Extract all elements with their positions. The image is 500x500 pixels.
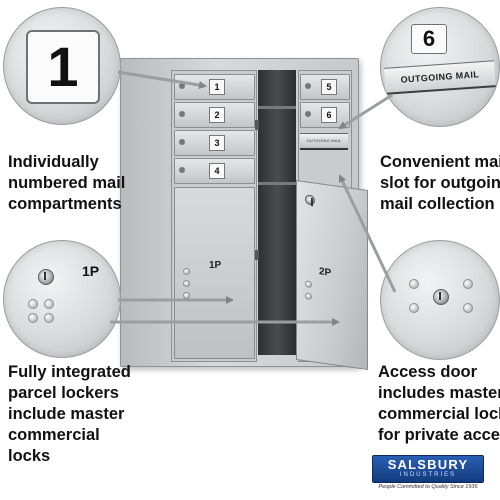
- rivet-icon: [28, 313, 38, 323]
- compartment-number: 5: [321, 79, 337, 95]
- callout-access-door: [380, 240, 500, 360]
- rivet-icon: [183, 292, 190, 299]
- compartment-number: 3: [209, 135, 225, 151]
- mail-compartment[interactable]: 3: [174, 130, 255, 156]
- feature-parcel-lockers: Fully integrated parcel lockers include …: [8, 363, 131, 465]
- rivet-icon: [28, 299, 38, 309]
- compartment-number-card: 1: [26, 30, 100, 104]
- compartment-lock-icon: [179, 139, 185, 145]
- callout-compartment-number: 1: [3, 7, 121, 125]
- compartment-number: 6: [321, 107, 337, 123]
- compartment-lock-icon: [179, 167, 185, 173]
- feature-access-door: Access door includes master commercial l…: [378, 363, 500, 444]
- compartment-number: 4: [209, 163, 225, 179]
- parcel-locker-label: 2P: [319, 266, 332, 279]
- rivet-icon: [305, 280, 312, 289]
- feature-mail-slot: Convenient mail slot for outgoing mail c…: [380, 153, 500, 213]
- parcel-locker-label: 1P: [209, 260, 222, 271]
- lock-icon: [38, 269, 54, 285]
- callout-outgoing-slot: 6 OUTGOING MAIL: [380, 7, 500, 127]
- rivet-icon: [44, 299, 54, 309]
- hinge: [255, 120, 259, 130]
- parcel-locker-label: 1P: [82, 263, 100, 279]
- compartment-lock-icon: [305, 111, 311, 117]
- compartment-lock-icon: [179, 111, 185, 117]
- outgoing-mail-label: OUTGOING MAIL: [384, 60, 496, 95]
- outgoing-mail-slot[interactable]: OUTGOING MAIL: [300, 133, 348, 150]
- compartment-number: 2: [209, 107, 225, 123]
- brand-name: SALSBURY: [387, 457, 469, 472]
- brand-sub: INDUSTRIES: [399, 472, 457, 478]
- master-lock-icon: [433, 289, 449, 305]
- rivet-icon: [44, 313, 54, 323]
- rivet-icon: [183, 268, 190, 275]
- rivet-icon: [409, 279, 419, 289]
- brand-tagline: People Committed to Quality Since 1936: [378, 484, 478, 490]
- compartment-number-card: 6: [411, 24, 447, 54]
- master-lock-icon: [305, 194, 315, 206]
- rivet-icon: [463, 303, 473, 313]
- mail-compartment[interactable]: 6: [300, 102, 350, 128]
- cavity-shelf: [258, 182, 296, 185]
- rivet-icon: [305, 292, 312, 301]
- hinge: [255, 250, 259, 260]
- open-cavity: [258, 70, 296, 355]
- mail-compartment[interactable]: 4: [174, 158, 255, 184]
- parcel-locker[interactable]: 1P: [174, 187, 255, 359]
- compartment-lock-icon: [179, 83, 185, 89]
- compartment-lock-icon: [305, 83, 311, 89]
- mail-compartment[interactable]: 1: [174, 74, 255, 100]
- compartment-number: 1: [209, 79, 225, 95]
- rivet-icon: [463, 279, 473, 289]
- mail-compartment[interactable]: 5: [300, 74, 350, 100]
- callout-parcel-locker: 1P: [3, 240, 121, 358]
- rivet-icon: [183, 280, 190, 287]
- access-door[interactable]: 2P: [296, 179, 368, 371]
- feature-numbered-compartments: Individually numbered mail compartments: [8, 153, 126, 213]
- cavity-shelf: [258, 106, 296, 109]
- salsbury-logo: SALSBURY INDUSTRIES: [372, 455, 484, 483]
- mail-compartment[interactable]: 2: [174, 102, 255, 128]
- rivet-icon: [409, 303, 419, 313]
